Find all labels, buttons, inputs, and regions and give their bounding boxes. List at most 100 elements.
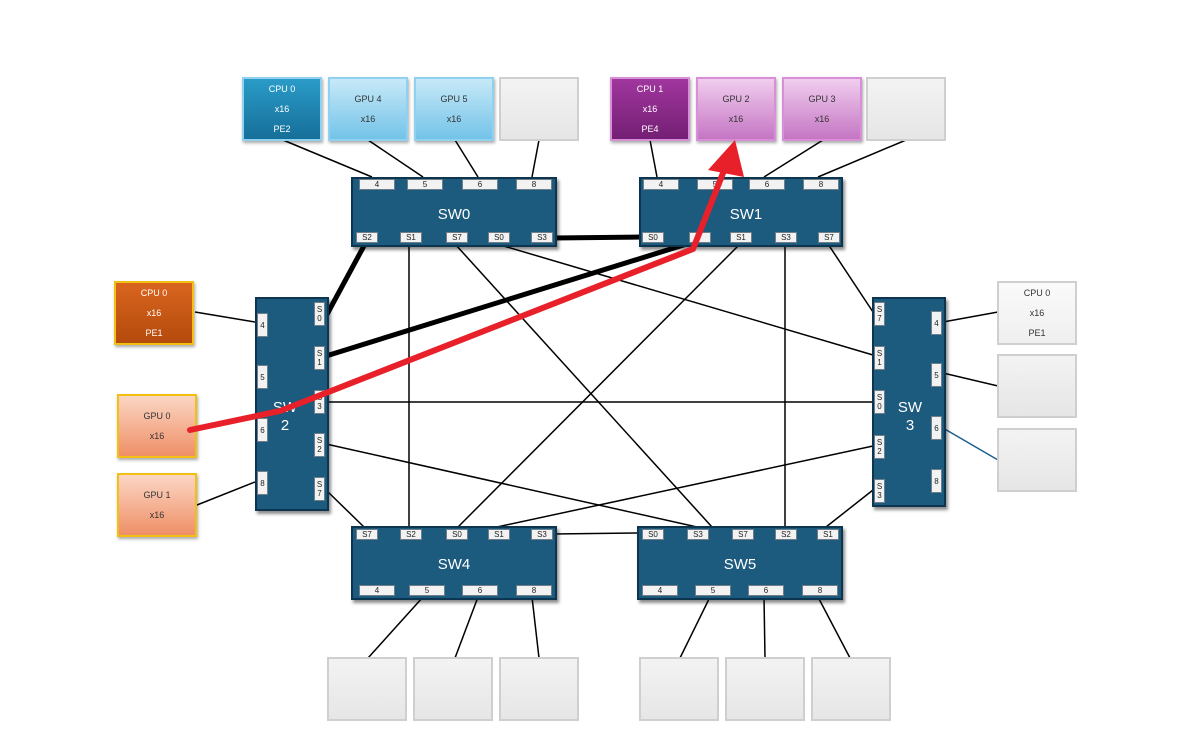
device-link-width: x16	[642, 104, 658, 114]
link-sw3-s3-sw5-s1	[825, 489, 874, 528]
sw1-port-4: 4	[643, 179, 679, 190]
sw4-port-s7: S7	[356, 529, 378, 540]
empty-slot	[413, 657, 493, 721]
sw4-port-s1: S1	[488, 529, 510, 540]
device-name: GPU 3	[808, 94, 836, 104]
sw0-port-8: 8	[516, 179, 552, 190]
sw0-port-5: 5	[407, 179, 443, 190]
device-link-width: x16	[274, 104, 290, 114]
device-name: GPU 0	[143, 411, 171, 421]
sw0-port-s0: S0	[488, 232, 510, 243]
sw5-port-s7: S7	[732, 529, 754, 540]
sw0-label: SW0	[437, 206, 471, 223]
sw1-port-5: 5	[697, 179, 733, 190]
device-port: PE4	[641, 124, 659, 134]
empty-slot	[811, 657, 891, 721]
device-port: PE1	[1028, 328, 1046, 338]
sw1-port-s7: S7	[818, 232, 840, 243]
device-name: GPU 5	[440, 94, 468, 104]
sw5-port-s1: S1	[817, 529, 839, 540]
sw1-port-6: 6	[749, 179, 785, 190]
sw4-port-8: 8	[516, 585, 552, 596]
link-sw2-s7-sw4-s7	[325, 489, 365, 528]
sw1-port-s0: S0	[642, 232, 664, 243]
sw5-port-5: 5	[695, 585, 731, 596]
sw3-port-s1: S 1	[874, 346, 885, 370]
sw3-port-8: 8	[931, 469, 942, 493]
device-gpu5: GPU 5 x16	[414, 77, 494, 141]
device-gpu1: GPU 1 x16	[117, 473, 197, 537]
sw5-port-8: 8	[802, 585, 838, 596]
sw4-port-s3: S3	[531, 529, 553, 540]
link-sw2-cpu0	[194, 311, 256, 323]
link-sw0-s7-sw5-s7	[454, 243, 713, 528]
sw4-label: SW4	[437, 556, 471, 573]
switch-sw5: S0 S3 S7 S2 S1 SW5 4 5 6 8	[637, 526, 843, 600]
link-sw3-cpu0	[942, 311, 999, 323]
sw0-port-s1: S1	[400, 232, 422, 243]
sw2-port-s2: S 2	[314, 433, 325, 457]
thick-link-sw0-s2-sw2-s0	[322, 241, 368, 321]
link-sw4-d1	[367, 596, 424, 659]
sw4-port-6: 6	[462, 585, 498, 596]
sw5-port-4: 4	[642, 585, 678, 596]
device-name: GPU 4	[354, 94, 382, 104]
link-sw2-gpu1	[196, 481, 256, 506]
sw2-port-s3: S 3	[314, 390, 325, 414]
sw4-port-s0: S0	[446, 529, 468, 540]
device-name: CPU 0	[268, 84, 296, 94]
sw1-port-blank	[689, 232, 711, 243]
link-sw5-d2	[763, 596, 766, 659]
device-link-width: x16	[446, 114, 462, 124]
link-sw5-d3	[817, 596, 851, 659]
sw1-port-s3: S3	[775, 232, 797, 243]
empty-slot	[499, 77, 579, 141]
sw5-port-s0: S0	[642, 529, 664, 540]
sw5-port-s3: S3	[687, 529, 709, 540]
link-sw1-s7-sw3-s7	[827, 243, 874, 313]
device-link-width: x16	[149, 510, 165, 520]
device-name: CPU 0	[1023, 288, 1051, 298]
link-sw0-gpu4	[367, 139, 424, 178]
device-name: GPU 2	[722, 94, 750, 104]
link-sw4-d3	[531, 596, 540, 659]
device-port: PE1	[145, 328, 163, 338]
switch-sw2: 4 5 6 8 SW 2 S 0 S 1 S 3 S 2 S 7	[255, 297, 329, 511]
sw0-port-s7: S7	[446, 232, 468, 243]
empty-slot	[639, 657, 719, 721]
thick-link-sw1-sw2-s1	[323, 240, 693, 359]
link-sw1-s1-sw4-s0	[457, 243, 741, 528]
switch-sw3: S 7 S 1 S 0 S 2 S 3 SW 3 4 5 6 8	[872, 297, 946, 507]
sw3-port-4: 4	[931, 311, 942, 335]
device-gpu3: GPU 3 x16	[782, 77, 862, 141]
sw2-port-6: 6	[257, 418, 268, 442]
sw4-port-4: 4	[359, 585, 395, 596]
link-sw0-empty	[531, 139, 540, 178]
link-sw4-s3-sw5-s0	[551, 532, 641, 535]
link-sw3-empty-a	[942, 372, 999, 387]
empty-slot	[997, 428, 1077, 492]
device-cpu0-pe2: CPU 0 x16 PE2	[242, 77, 322, 141]
device-gpu4: GPU 4 x16	[328, 77, 408, 141]
thick-link-sw0-s3-sw1-s0	[550, 234, 645, 241]
device-link-width: x16	[814, 114, 830, 124]
device-link-width: x16	[149, 431, 165, 441]
link-sw1-cpu1	[649, 139, 658, 178]
sw3-port-s7: S 7	[874, 302, 885, 326]
device-link-width: x16	[146, 308, 162, 318]
switch-sw4: S7 S2 S0 S1 S3 SW4 4 5 6 8	[351, 526, 557, 600]
device-link-width: x16	[728, 114, 744, 124]
link-sw1-empty	[817, 139, 907, 178]
sw3-port-5: 5	[931, 363, 942, 387]
device-link-width: x16	[360, 114, 376, 124]
sw0-port-s3: S3	[531, 232, 553, 243]
device-cpu0-pe1: CPU 0 x16 PE1	[114, 281, 194, 345]
empty-slot	[327, 657, 407, 721]
sw3-port-s2: S 2	[874, 435, 885, 459]
sw3-port-s0: S 0	[874, 390, 885, 414]
switch-sw1: 4 5 6 8 SW1 S0 S1 S3 S7	[639, 177, 843, 247]
sw1-port-s1: S1	[730, 232, 752, 243]
link-sw0-cpu0	[282, 139, 373, 178]
sw4-port-5: 5	[409, 585, 445, 596]
